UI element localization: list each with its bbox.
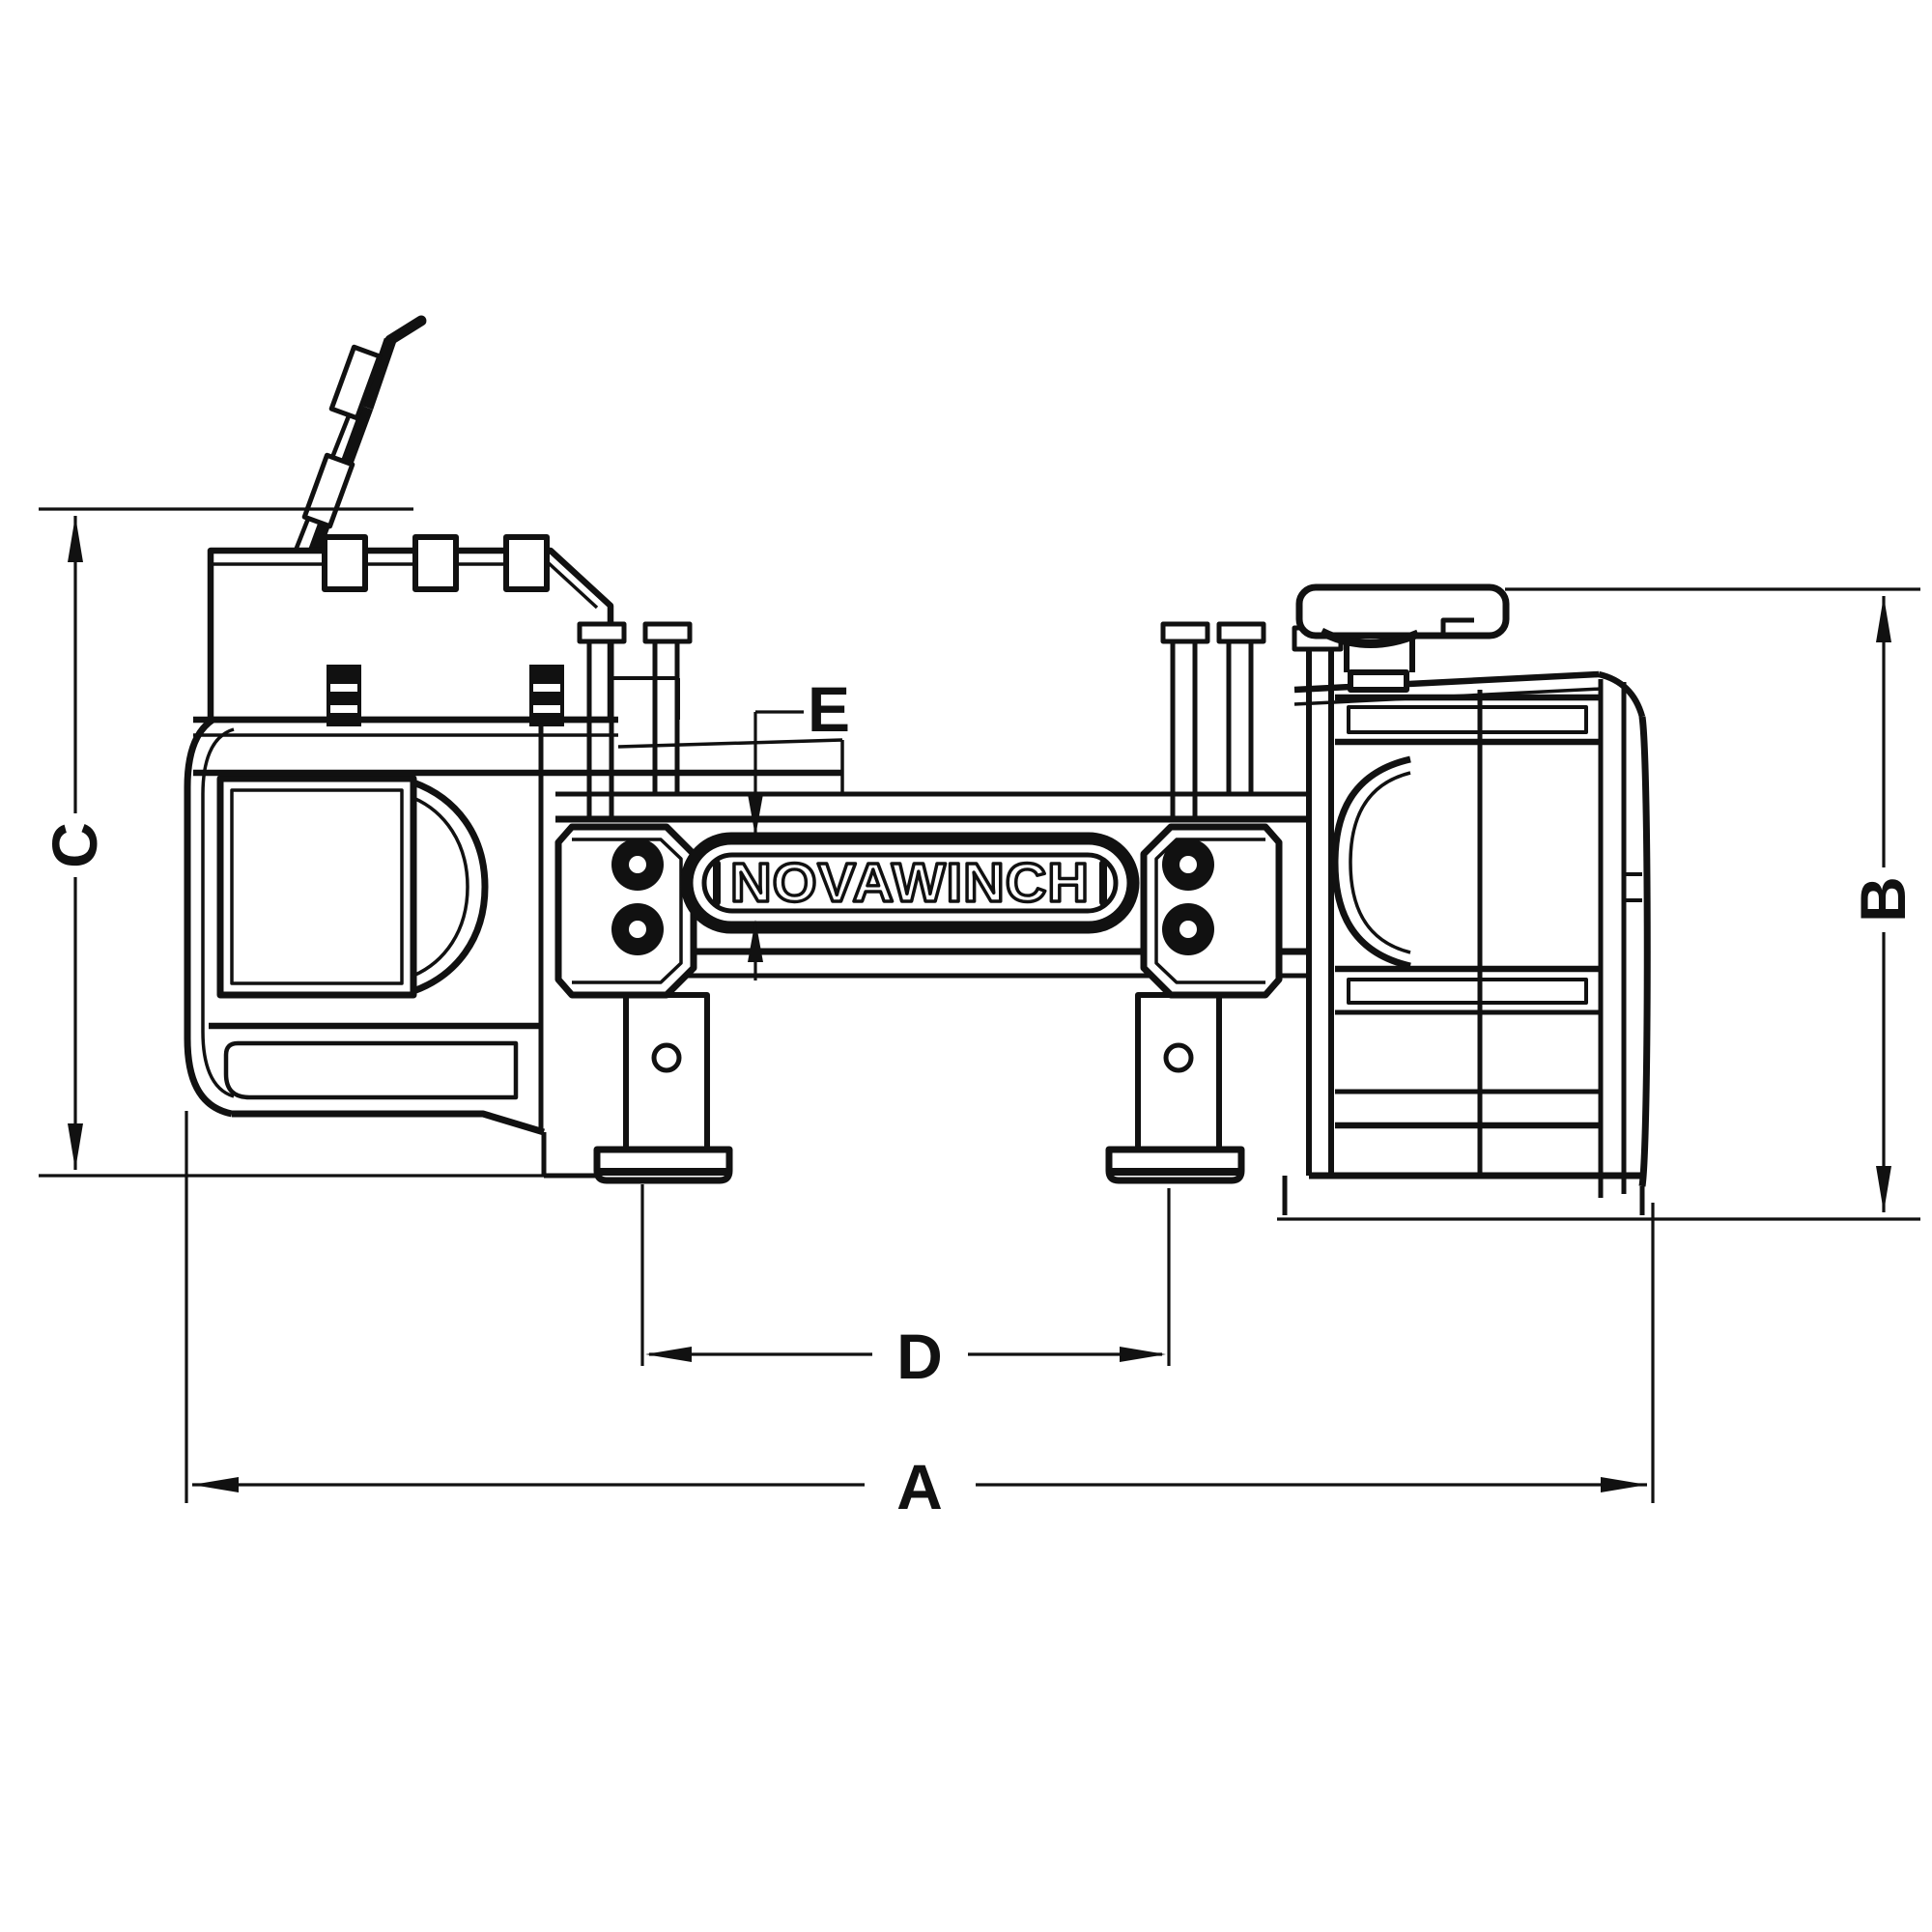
dimension-c: C (39, 507, 555, 1178)
box-slot (503, 534, 550, 592)
dim-label-d: D (896, 1321, 943, 1392)
motor-housing (184, 708, 599, 1179)
motor-bell-curve (410, 779, 489, 995)
mounting-feet (593, 992, 1245, 1184)
box-slot (412, 534, 459, 592)
motor-face-plate (216, 775, 417, 999)
dimension-e: E (748, 673, 850, 980)
foot-hole (651, 1042, 682, 1073)
dim-label-a: A (896, 1451, 943, 1522)
gear-housing (1282, 670, 1651, 1215)
dim-label-c: C (39, 822, 110, 868)
cable-lug (301, 452, 355, 529)
dim-label-b: B (1847, 876, 1918, 923)
clutch-lever (1295, 583, 1510, 693)
tie-bar-bolts (611, 838, 1214, 955)
dimension-a: A (185, 1111, 1655, 1522)
foot-hole (1163, 1042, 1194, 1073)
drum-supports (577, 621, 1344, 1176)
control-box (193, 534, 844, 792)
dimension-d: D (640, 1184, 1171, 1392)
cable-lug (328, 344, 383, 421)
box-slot (322, 534, 368, 592)
brand-plate-text: NOVAWINCH (730, 852, 1090, 914)
dimension-b: B (1277, 587, 1920, 1221)
dimension-annotations: C B A D (39, 507, 1920, 1522)
terminal-posts (327, 665, 564, 726)
brand-plate: NOVAWINCH (680, 832, 1140, 934)
winch-body: NOVAWINCH (184, 315, 1651, 1215)
dim-label-e: E (808, 673, 850, 745)
gear-bell-curve (1331, 755, 1411, 970)
